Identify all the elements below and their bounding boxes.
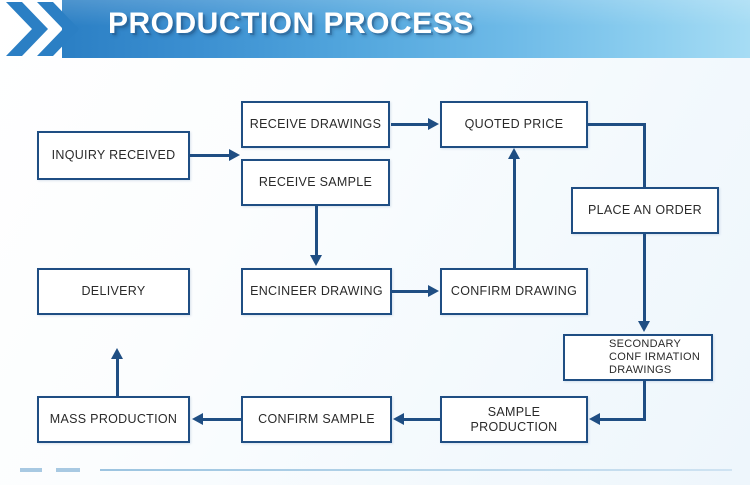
node-encineer-drawing[interactable]: ENCINEER DRAWING	[241, 268, 392, 315]
edge-confirm-to-quoted-line	[513, 157, 516, 268]
node-receive-sample[interactable]: RECEIVE SAMPLE	[241, 159, 390, 206]
footer-dash-left	[20, 468, 42, 472]
node-place-an-order[interactable]: PLACE AN ORDER	[571, 187, 719, 234]
node-label: QUOTED PRICE	[464, 117, 564, 132]
edge-confirm-to-quoted-arrowhead	[508, 148, 520, 159]
edge-encineer-to-confirm-arrowhead	[428, 285, 439, 297]
edge-order-to-secondary-arrowhead	[638, 321, 650, 332]
edge-quoted-to-order-hline	[588, 123, 646, 126]
edge-sample-to-confirm-line	[404, 418, 440, 421]
node-label: SAMPLE PRODUCTION	[470, 404, 558, 434]
node-receive-drawings[interactable]: RECEIVE DRAWINGS	[241, 101, 390, 148]
edge-confirm-to-mass-arrowhead	[192, 413, 203, 425]
node-label: ENCINEER DRAWING	[250, 284, 383, 299]
footer-rule	[100, 469, 732, 471]
header-banner: PRODUCTION PROCESS	[0, 0, 750, 58]
edge-secondary-to-sample-arrowhead	[589, 413, 600, 425]
node-label: RECEIVE SAMPLE	[258, 175, 373, 190]
footer-dash-right	[56, 468, 80, 472]
chevron-right-icon-secondary	[33, 0, 79, 58]
edge-quoted-to-order-vline	[643, 123, 646, 188]
edge-inquiry-to-receive-arrowhead	[229, 149, 240, 161]
header-gradient-bar	[62, 0, 750, 58]
node-label: CONFIRM DRAWING	[450, 284, 578, 299]
edge-secondary-to-sample-hline	[600, 418, 646, 421]
chevron-right-icon	[2, 0, 48, 58]
node-label: MASS PRODUCTION	[49, 412, 178, 427]
page-title: PRODUCTION PROCESS	[108, 7, 474, 40]
node-sample-production[interactable]: SAMPLE PRODUCTION	[440, 396, 588, 443]
node-label-line-1: SECONDARY	[609, 338, 682, 351]
node-label: INQUIRY RECEIVED	[51, 148, 176, 163]
edge-drawings-to-quoted-arrowhead	[428, 118, 439, 130]
edge-sample-to-encineer-arrowhead	[310, 255, 322, 266]
edge-sample-to-encineer-line	[315, 206, 318, 256]
node-delivery[interactable]: DELIVERY	[37, 268, 190, 315]
node-confirm-sample[interactable]: CONFIRM SAMPLE	[241, 396, 392, 443]
edge-sample-to-confirm-arrowhead	[393, 413, 404, 425]
node-label: RECEIVE DRAWINGS	[249, 117, 382, 132]
edge-drawings-to-quoted-line	[391, 123, 429, 126]
node-label: CONFIRM SAMPLE	[258, 412, 375, 427]
node-label-line-3: DRAWINGS	[609, 363, 672, 376]
node-quoted-price[interactable]: QUOTED PRICE	[440, 101, 588, 148]
node-confirm-drawing[interactable]: CONFIRM DRAWING	[440, 268, 588, 315]
edge-mass-to-delivery-arrowhead	[111, 348, 123, 359]
edge-inquiry-to-receive-line	[190, 154, 230, 157]
node-mass-production[interactable]: MASS PRODUCTION	[37, 396, 190, 443]
edge-mass-to-delivery-line	[116, 357, 119, 397]
edge-encineer-to-confirm-line	[392, 290, 430, 293]
edge-secondary-to-sample-vline	[643, 381, 646, 419]
node-label: DELIVERY	[81, 284, 146, 299]
edge-confirm-to-mass-line	[203, 418, 241, 421]
node-inquiry-received[interactable]: INQUIRY RECEIVED	[37, 131, 190, 180]
node-label: PLACE AN ORDER	[588, 203, 702, 218]
edge-order-to-secondary-line	[643, 234, 646, 322]
node-label-line-2: CONF IRMATION	[609, 351, 701, 364]
